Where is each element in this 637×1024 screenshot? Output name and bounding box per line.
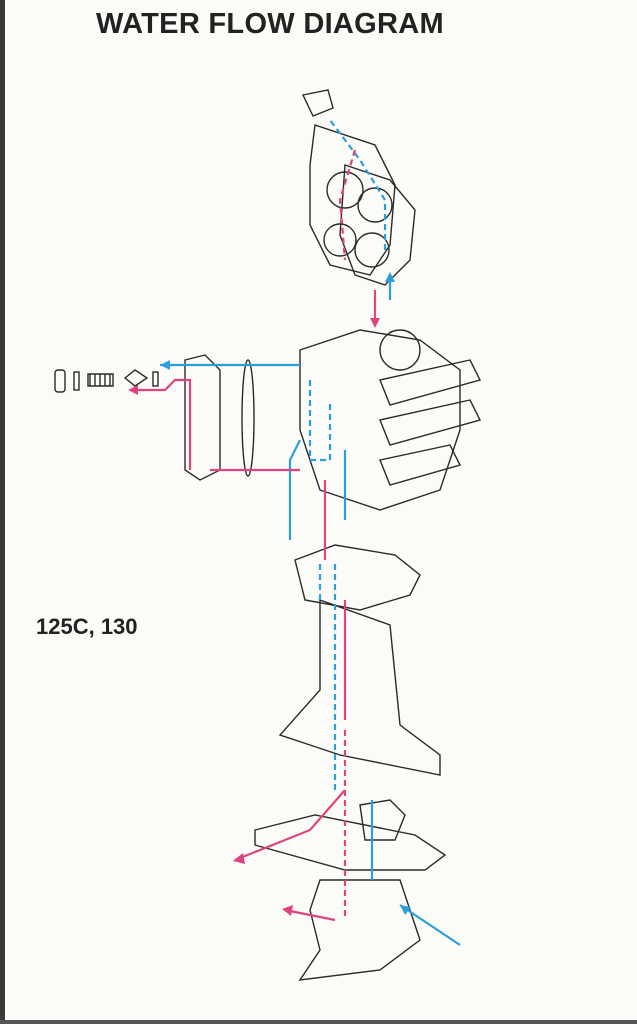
outlet-flow-pink [130,149,377,922]
flow-arrowheads [128,272,411,916]
engine-parts-outline [54,89,482,981]
scan-bottom-edge [0,1020,637,1024]
page-title: WATER FLOW DIAGRAM [96,8,444,40]
gearcase-lower [298,879,421,981]
scan-binding-edge [0,0,5,1024]
exhaust-gasket [241,359,255,477]
adapter-plate [294,544,421,611]
gearcase [254,814,447,871]
thermostat-parts [54,369,159,393]
head-gasket [339,164,416,286]
cylinder-head-cover [301,89,396,276]
inlet-flow-blue [160,119,461,946]
reed-blocks [379,359,482,486]
water-pump [359,799,406,841]
model-label: 125C, 130 [36,614,138,639]
exhaust-housing [278,599,441,776]
